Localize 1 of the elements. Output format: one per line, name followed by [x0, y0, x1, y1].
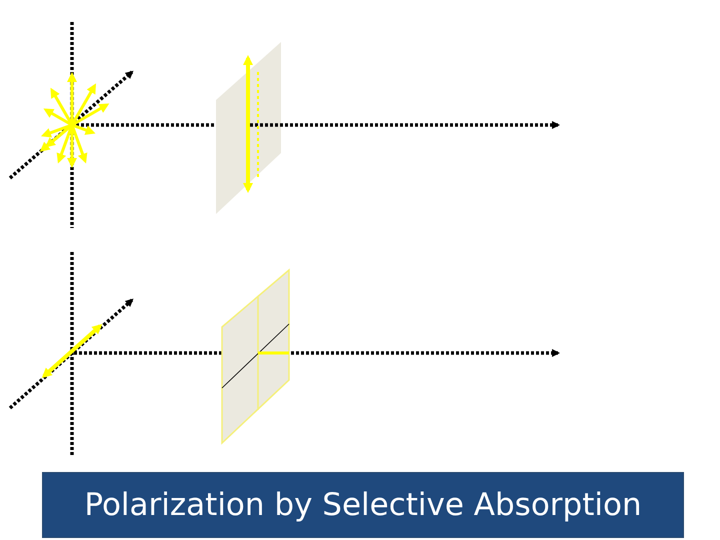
title-banner: Polarization by Selective Absorption — [42, 472, 684, 538]
